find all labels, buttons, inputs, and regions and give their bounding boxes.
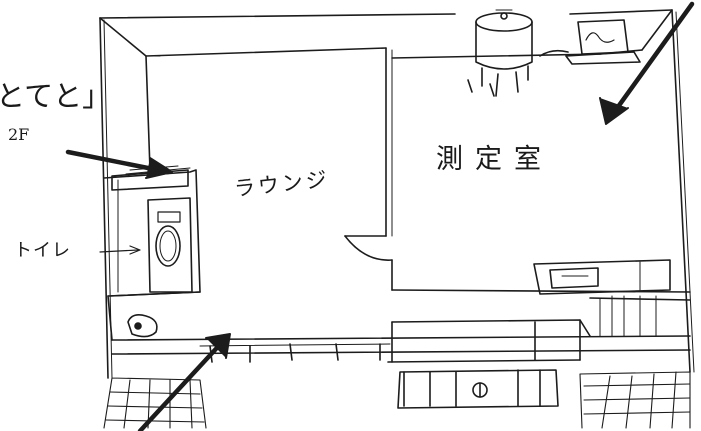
toilet-label: トイレ [14,240,71,261]
inner-walls [145,47,691,293]
cut-off-caption: とてと」 [0,79,112,113]
right-grid [579,371,691,429]
sink [127,314,158,338]
floor-label: 2F [8,125,30,144]
toilet-room [103,165,201,341]
arrow-toward-lab [607,1,695,121]
arrow-toward-lounge [137,335,229,431]
outer-walls [99,9,695,379]
counters [111,295,691,363]
laptop [565,19,641,65]
lab-bench [533,259,671,295]
left-grid [103,377,207,429]
instrument [467,9,569,97]
arrows [65,1,695,431]
toilet-pointer [99,249,139,253]
front-shelf [397,369,559,409]
measurement-room-label: 測定室 [436,144,553,175]
